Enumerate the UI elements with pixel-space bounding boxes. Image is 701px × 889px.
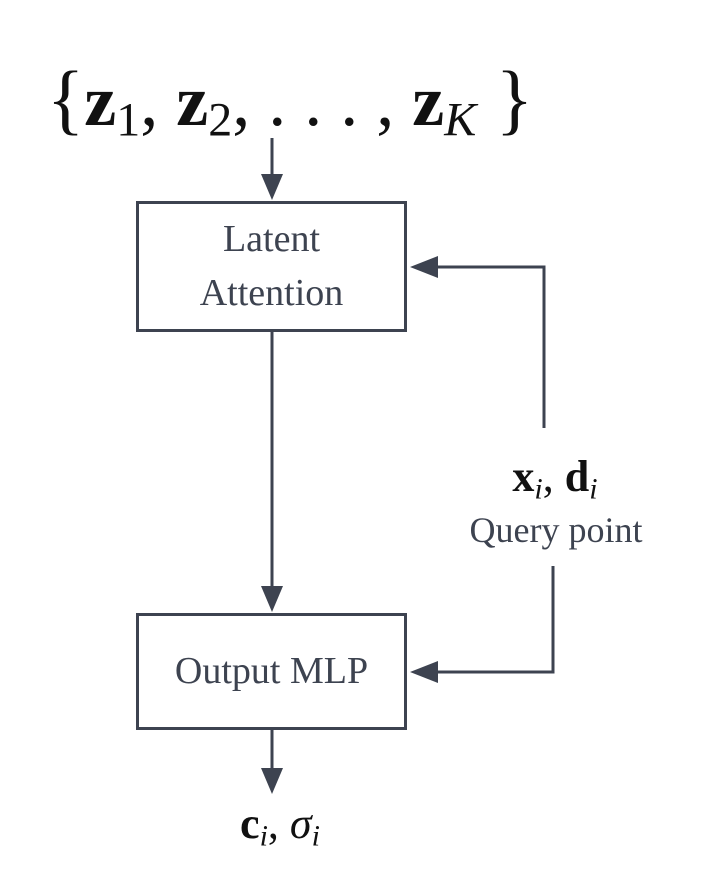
latent-set-label: {z1, z2, . . . , zK } <box>46 55 534 147</box>
latent-ellipsis: . . . <box>268 61 359 141</box>
latent-z2: z2 <box>176 61 233 147</box>
arrow-query-to-attention <box>410 256 546 428</box>
output-mlp-box: Output MLP <box>136 613 407 730</box>
arrow-query-to-mlp <box>410 566 555 683</box>
query-point-symbols: xi, di <box>512 452 598 506</box>
latent-attention-box: Latent Attention <box>136 201 407 332</box>
query-point-label: Query point <box>469 510 643 550</box>
output-mlp-label: Output MLP <box>174 649 369 692</box>
latent-z1: z1 <box>84 61 141 147</box>
arrow-attention-to-mlp <box>261 332 283 612</box>
arrow-latents-to-attention <box>261 138 283 200</box>
arrow-mlp-to-output <box>261 730 283 794</box>
latent-zK: zK <box>412 61 477 147</box>
latent-attention-line1: Latent <box>222 218 321 261</box>
output-symbols: ci, σi <box>240 799 320 853</box>
latent-attention-line2: Attention <box>199 271 344 314</box>
